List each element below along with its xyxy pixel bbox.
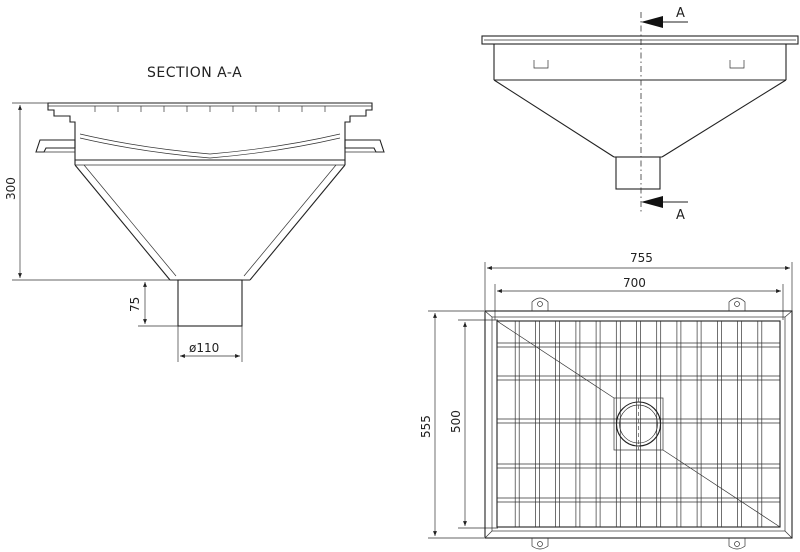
plan-grating — [496, 320, 781, 528]
dim-depth-500: 500 — [449, 319, 498, 529]
dim-height-300: 300 — [4, 102, 170, 281]
side-view: A A — [481, 6, 799, 223]
side-funnel — [493, 79, 787, 190]
dim-110-label: ø110 — [189, 341, 219, 355]
section-frame — [35, 102, 385, 166]
dim-75-label: 75 — [128, 297, 142, 312]
cut-label-top: A — [676, 6, 685, 21]
dim-555-label: 555 — [419, 415, 433, 438]
section-funnel — [74, 164, 346, 281]
plan-frame — [484, 297, 793, 550]
dim-300-label: 300 — [4, 177, 18, 200]
section-a-a-view: SECTION A-A — [4, 65, 385, 362]
dim-outlet-diameter: ø110 — [177, 326, 243, 362]
dim-width-755: 755 — [484, 251, 793, 312]
side-frame — [481, 35, 799, 81]
cut-label-bottom: A — [676, 208, 685, 223]
dim-500-label: 500 — [449, 410, 463, 433]
dim-width-700: 700 — [494, 276, 784, 320]
dim-depth-555: 555 — [419, 310, 484, 539]
dim-outlet-75: 75 — [128, 282, 178, 327]
dim-755-label: 755 — [630, 251, 653, 265]
plan-view: 755 700 555 500 — [419, 251, 793, 550]
section-outlet-pipe — [177, 279, 243, 327]
dim-700-label: 700 — [623, 276, 646, 290]
cut-line-a-a: A A — [640, 6, 688, 223]
section-title: SECTION A-A — [147, 65, 242, 81]
